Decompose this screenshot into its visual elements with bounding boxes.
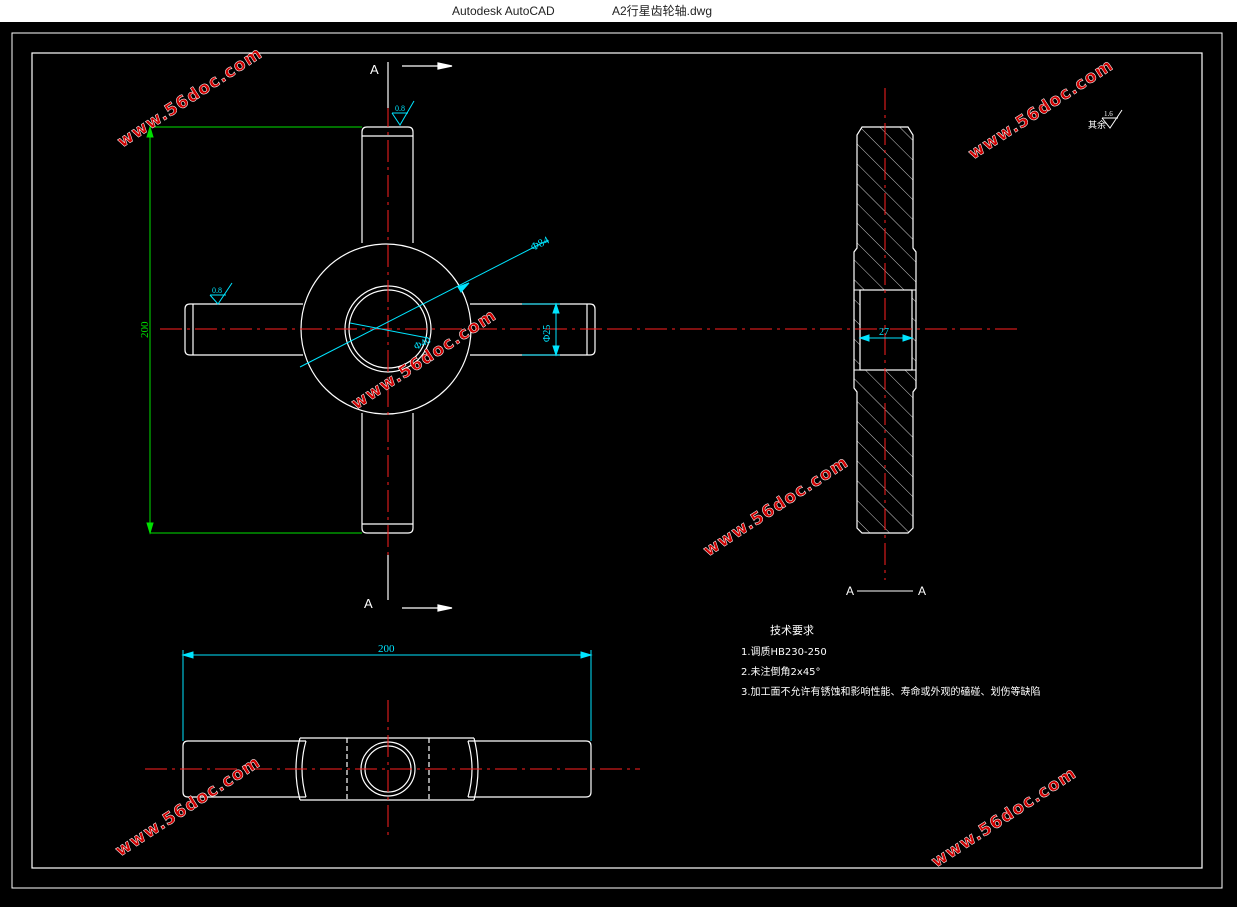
- section-cut-line: [387, 62, 453, 612]
- section-label-top: A: [370, 62, 379, 77]
- watermark-4: www.56doc.com: [700, 452, 853, 561]
- length-dimension-value: 200: [378, 643, 395, 655]
- watermark-2: www.56doc.com: [965, 55, 1118, 164]
- inner-border: [31, 52, 1203, 869]
- tech-requirements: 技术要求 1.调质HB230-250 2.未注倒角2x45° 3.加工面不允许有…: [741, 624, 1041, 698]
- length-dimension: [181, 650, 593, 741]
- roughness-rest-value: 1.6: [1104, 110, 1113, 118]
- file-name: A2行星齿轮轴.dwg: [612, 4, 713, 18]
- cad-drawing-canvas[interactable]: A A 200 Φ84 Φ40 Φ25 0.8 0.8: [0, 22, 1237, 907]
- section-title-right: A: [918, 584, 926, 598]
- roughness-top-value: 0.8: [395, 104, 405, 113]
- roughness-symbol-left: [209, 282, 233, 305]
- front-view[interactable]: [184, 126, 596, 534]
- tech-requirement-3: 3.加工面不允许有锈蚀和影响性能、寿命或外观的磕碰、划伤等缺陷: [741, 685, 1041, 698]
- roughness-rest-prefix: 其余: [1088, 119, 1106, 131]
- height-dimension-value: 200: [139, 321, 151, 338]
- hub-width-dimension: [858, 334, 914, 342]
- watermark-3: www.56doc.com: [348, 305, 501, 414]
- watermark-6: www.56doc.com: [928, 763, 1081, 872]
- bore-diameter-leader: [349, 322, 429, 339]
- roughness-symbol-top: [391, 100, 415, 126]
- arm-diameter-value: Φ25: [542, 325, 553, 342]
- front-view-centerlines: [160, 105, 610, 560]
- outer-diameter-value: Φ84: [529, 234, 552, 254]
- height-dimension: [146, 125, 362, 535]
- watermarks: www.56doc.com www.56doc.com www.56doc.co…: [112, 43, 1118, 872]
- app-name: Autodesk AutoCAD: [452, 4, 555, 18]
- tech-requirement-1: 1.调质HB230-250: [741, 646, 827, 658]
- outer-border: [11, 32, 1223, 889]
- roughness-left-value: 0.8: [212, 286, 222, 295]
- section-title-left: A: [846, 584, 854, 598]
- section-view-centerlines: [610, 88, 1020, 580]
- title-bar: Autodesk AutoCAD A2行星齿轮轴.dwg: [0, 0, 1237, 22]
- tech-requirements-title: 技术要求: [770, 624, 814, 637]
- hub-width-value: 27: [879, 327, 889, 338]
- outer-diameter-leader: [299, 239, 549, 368]
- watermark-1: www.56doc.com: [114, 43, 267, 152]
- section-label-bottom: A: [364, 596, 373, 611]
- top-view-centerlines: [145, 700, 640, 840]
- tech-requirement-2: 2.未注倒角2x45°: [741, 665, 821, 678]
- arm-diameter-dimension: [522, 302, 560, 357]
- roughness-symbol-rest: [1101, 109, 1123, 129]
- section-view[interactable]: [853, 126, 917, 534]
